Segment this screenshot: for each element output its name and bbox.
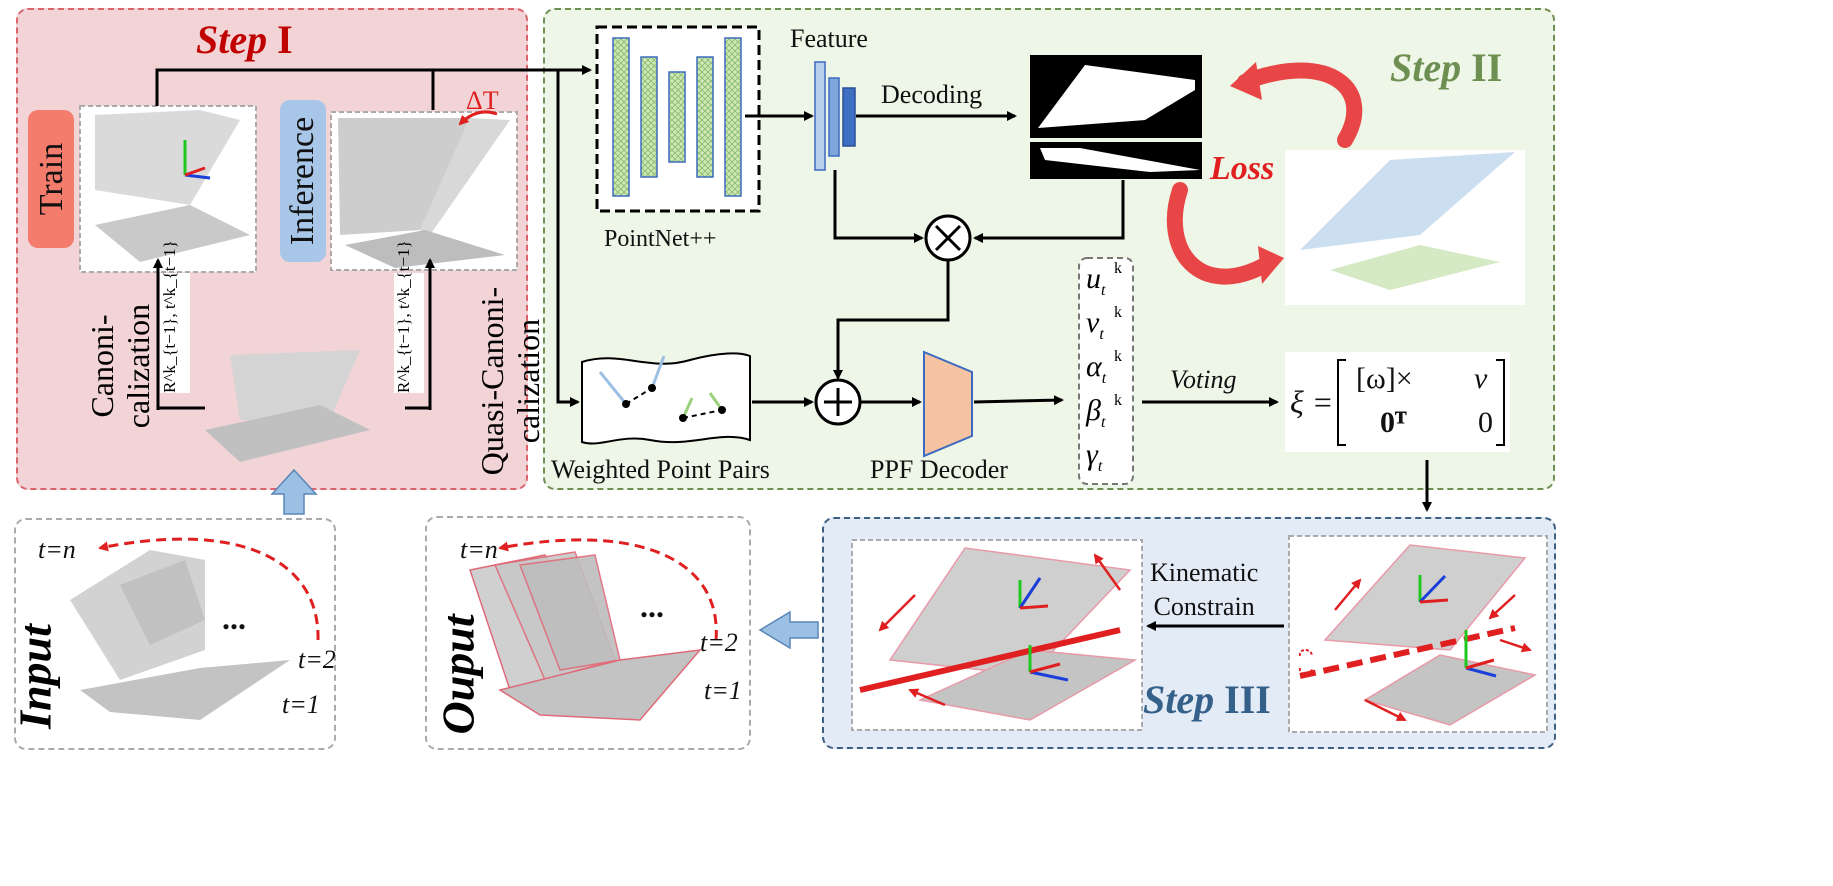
multiply-operator [924, 214, 972, 262]
input-dots: ... [222, 600, 246, 636]
weighted-pairs-label: Weighted Point Pairs [551, 455, 770, 484]
matrix-entry-omega: [ω]× [1356, 362, 1413, 395]
loss-pointcloud-image [1285, 150, 1525, 305]
inference-pointcloud-image [330, 111, 518, 271]
voting-label: Voting [1170, 365, 1237, 394]
twist-matrix-box [1285, 352, 1510, 452]
output-left-arrow [758, 610, 819, 650]
step3-image-left [851, 539, 1143, 731]
output-t-n: t=n [460, 535, 498, 564]
output-dots: ... [640, 588, 664, 624]
canonicalization-label: Canoni-calization [84, 303, 156, 429]
delta-arrow [458, 110, 498, 126]
mask-image [1030, 55, 1202, 179]
param-gamma: γt [1086, 438, 1103, 475]
input-pointclouds [70, 550, 290, 720]
ppf-decoder-shape [923, 350, 973, 458]
input-t-n: t=n [38, 535, 76, 564]
train-label: Train [33, 142, 70, 216]
feature-label: Feature [790, 24, 868, 53]
matrix-entry-zero: 0 [1478, 406, 1493, 439]
step2-title: Step II [1390, 45, 1503, 90]
pointnet-label: PointNet++ [604, 226, 717, 252]
step1-title: Step I [196, 17, 293, 62]
canonical-pointcloud [205, 350, 370, 462]
matrix-entry-zeroT: 0ᵀ [1380, 406, 1407, 439]
input-t-2: t=2 [298, 645, 336, 674]
matrix-entry-v: v [1474, 362, 1488, 395]
output-t-1: t=1 [704, 676, 742, 705]
quasi-canonicalization-label: Quasi-Canoni-calization [474, 286, 546, 476]
decoding-label: Decoding [881, 80, 983, 109]
input-title: Input [9, 624, 61, 729]
pointnet-block [595, 25, 761, 213]
step3-image-right [1288, 535, 1548, 733]
input-up-arrow [270, 468, 318, 515]
weighted-pairs-image [581, 352, 751, 445]
rt-label-right: R^k_{t−1}, t^k_{t−1} [394, 240, 424, 393]
output-title: Ouput [432, 614, 484, 735]
feature-block [814, 61, 856, 171]
loss-arrow-top [1237, 62, 1363, 148]
delta-t-label: ΔT [466, 86, 499, 115]
loss-label: Loss [1210, 150, 1275, 187]
xi-symbol: ξ = [1290, 384, 1334, 420]
inference-label: Inference [284, 116, 321, 246]
train-badge [28, 110, 74, 248]
output-t-2: t=2 [700, 628, 738, 657]
params-box [1078, 257, 1134, 485]
add-operator [814, 378, 862, 426]
inference-badge [280, 100, 326, 262]
loss-arrow-bottom [1166, 182, 1273, 285]
output-pointclouds [469, 551, 702, 721]
input-t-1: t=1 [282, 690, 320, 719]
rt-label-left: R^k_{t−1}, t^k_{t−1} [160, 240, 190, 393]
ppf-decoder-label: PPF Decoder [870, 455, 1008, 484]
step3-title: Step III [1143, 677, 1271, 722]
train-pointcloud-image [79, 105, 257, 273]
